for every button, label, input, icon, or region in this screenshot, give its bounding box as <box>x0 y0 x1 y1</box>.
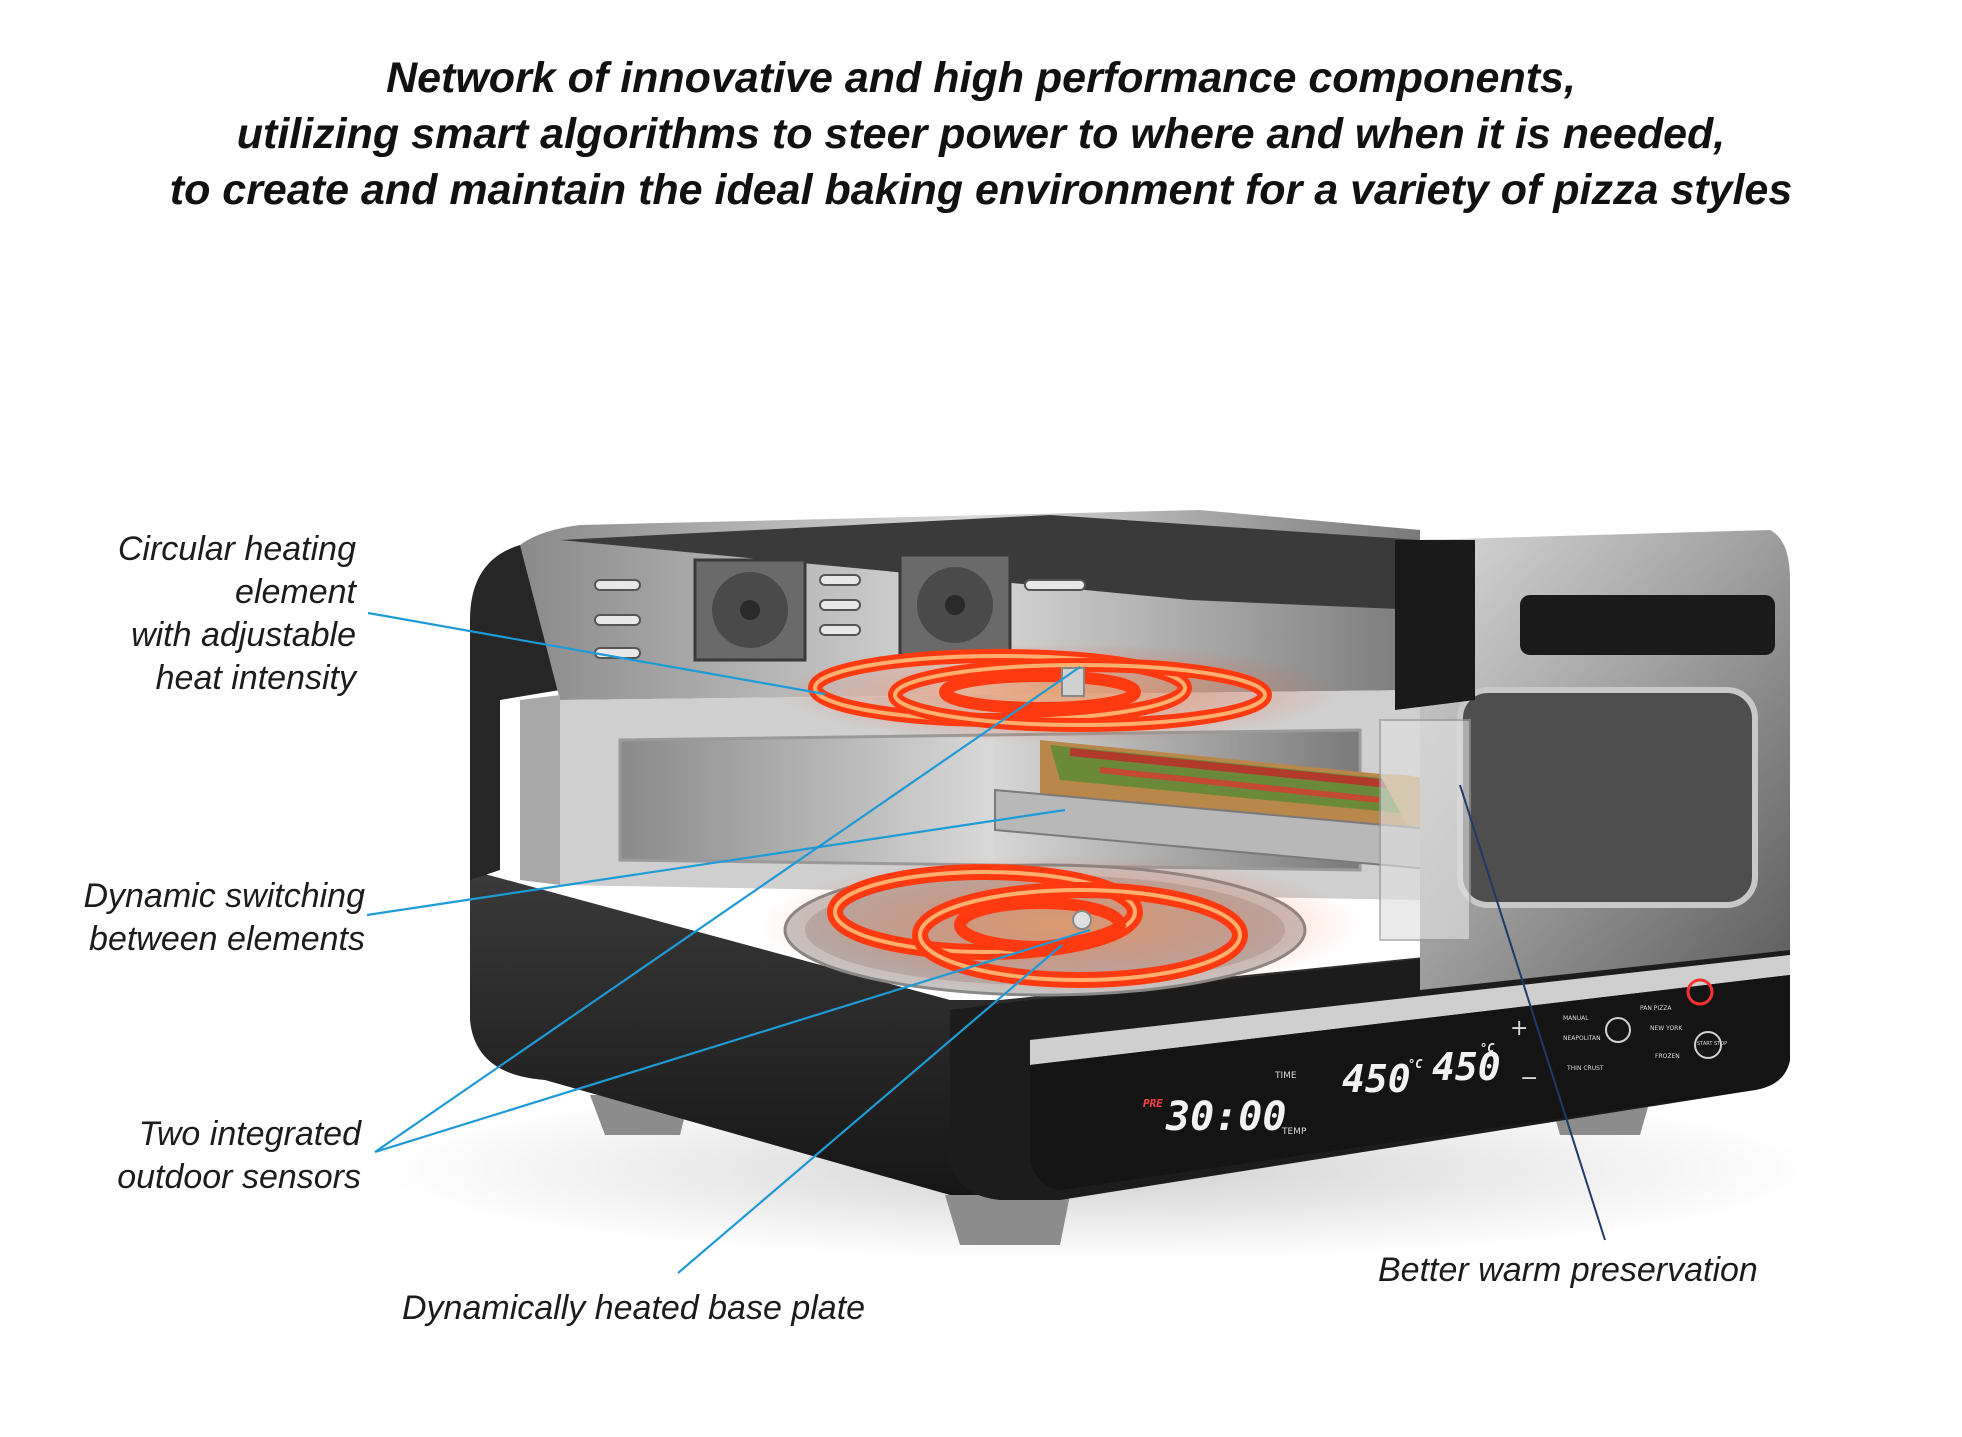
increase-button[interactable]: + <box>1510 1016 1528 1041</box>
headline-line-2: utilizing smart algorithms to steer powe… <box>236 110 1726 158</box>
callout-heating-element-line-1: Circular heating <box>117 530 356 568</box>
callout-heating-element-line-4: heat intensity <box>155 659 356 697</box>
callout-sensors-line-1: Two integrated <box>138 1115 361 1153</box>
lower-heating-element <box>760 855 1360 995</box>
headline-line-3: to create and maintain the ideal baking … <box>169 166 1793 214</box>
start-stop-label: START STOP <box>1697 1041 1727 1047</box>
oven-foot <box>945 1195 1070 1245</box>
preset-new-york[interactable]: NEW YORK <box>1650 1025 1683 1032</box>
time-label: TIME <box>1274 1071 1297 1081</box>
headline-line-1: Network of innovative and high performan… <box>386 54 1576 102</box>
callout-heating-element: Circular heating element with adjustable… <box>118 528 356 700</box>
steel-front-strip <box>1030 955 1790 1065</box>
preset-selector-button[interactable] <box>1605 1017 1631 1043</box>
callout-switching-line-2: between elements <box>89 920 365 958</box>
door-glass <box>1379 719 1471 941</box>
top-temp-readout: 450 <box>1342 1057 1411 1101</box>
oven-front-pillar <box>1395 540 1475 710</box>
temp-label: TEMP <box>1281 1127 1307 1137</box>
leader-sensor-top <box>374 666 1081 1153</box>
oven-left-shell <box>470 540 560 880</box>
pre-indicator: PRE <box>1143 1097 1163 1110</box>
callout-warm-preservation: Better warm preservation <box>1378 1251 1758 1289</box>
leader-switching <box>366 808 1066 917</box>
leader-sensor-bottom <box>374 928 1091 1154</box>
control-panel <box>1030 975 1790 1190</box>
cooling-fan <box>693 558 807 662</box>
callout-heating-element-line-3: with adjustable <box>131 616 356 654</box>
start-stop-button[interactable] <box>1694 1031 1722 1059</box>
decrease-button[interactable]: − <box>1520 1066 1538 1091</box>
leader-heating-element <box>367 611 826 696</box>
leader-base-plate <box>677 944 1063 1274</box>
callout-sensors: Two integrated outdoor sensors <box>117 1113 361 1199</box>
preset-manual[interactable]: MANUAL <box>1563 1015 1589 1022</box>
callout-switching: Dynamic switching between elements <box>83 875 365 961</box>
leader-lines <box>366 611 1091 1274</box>
headline: Network of innovative and high performan… <box>0 50 1962 218</box>
preset-frozen[interactable]: FROZEN <box>1655 1053 1680 1060</box>
bottom-temp-readout: 450 <box>1432 1045 1501 1089</box>
cooling-fan <box>898 553 1012 657</box>
callout-switching-line-1: Dynamic switching <box>83 877 365 915</box>
timer-readout: 30:00 <box>1165 1094 1286 1140</box>
preset-pan-pizza[interactable]: PAN PIZZA <box>1640 1005 1672 1012</box>
door-window <box>1457 687 1758 908</box>
callout-base-plate: Dynamically heated base plate <box>402 1289 866 1327</box>
callout-heating-element-line-2: element <box>235 573 356 611</box>
leader-warm-preservation <box>1459 784 1606 1241</box>
door-handle <box>1520 595 1775 655</box>
preset-neapolitan[interactable]: NEAPOLITAN <box>1563 1035 1601 1042</box>
oven-left-panel <box>520 695 560 885</box>
upper-heating-element <box>780 643 1340 743</box>
bottom-temp-unit: °C <box>1480 1041 1495 1055</box>
preset-thin-crust[interactable]: THIN CRUST <box>1566 1065 1604 1072</box>
power-button[interactable] <box>1686 978 1714 1006</box>
top-temp-unit: °C <box>1408 1057 1423 1071</box>
callout-sensors-line-2: outdoor sensors <box>117 1158 361 1196</box>
